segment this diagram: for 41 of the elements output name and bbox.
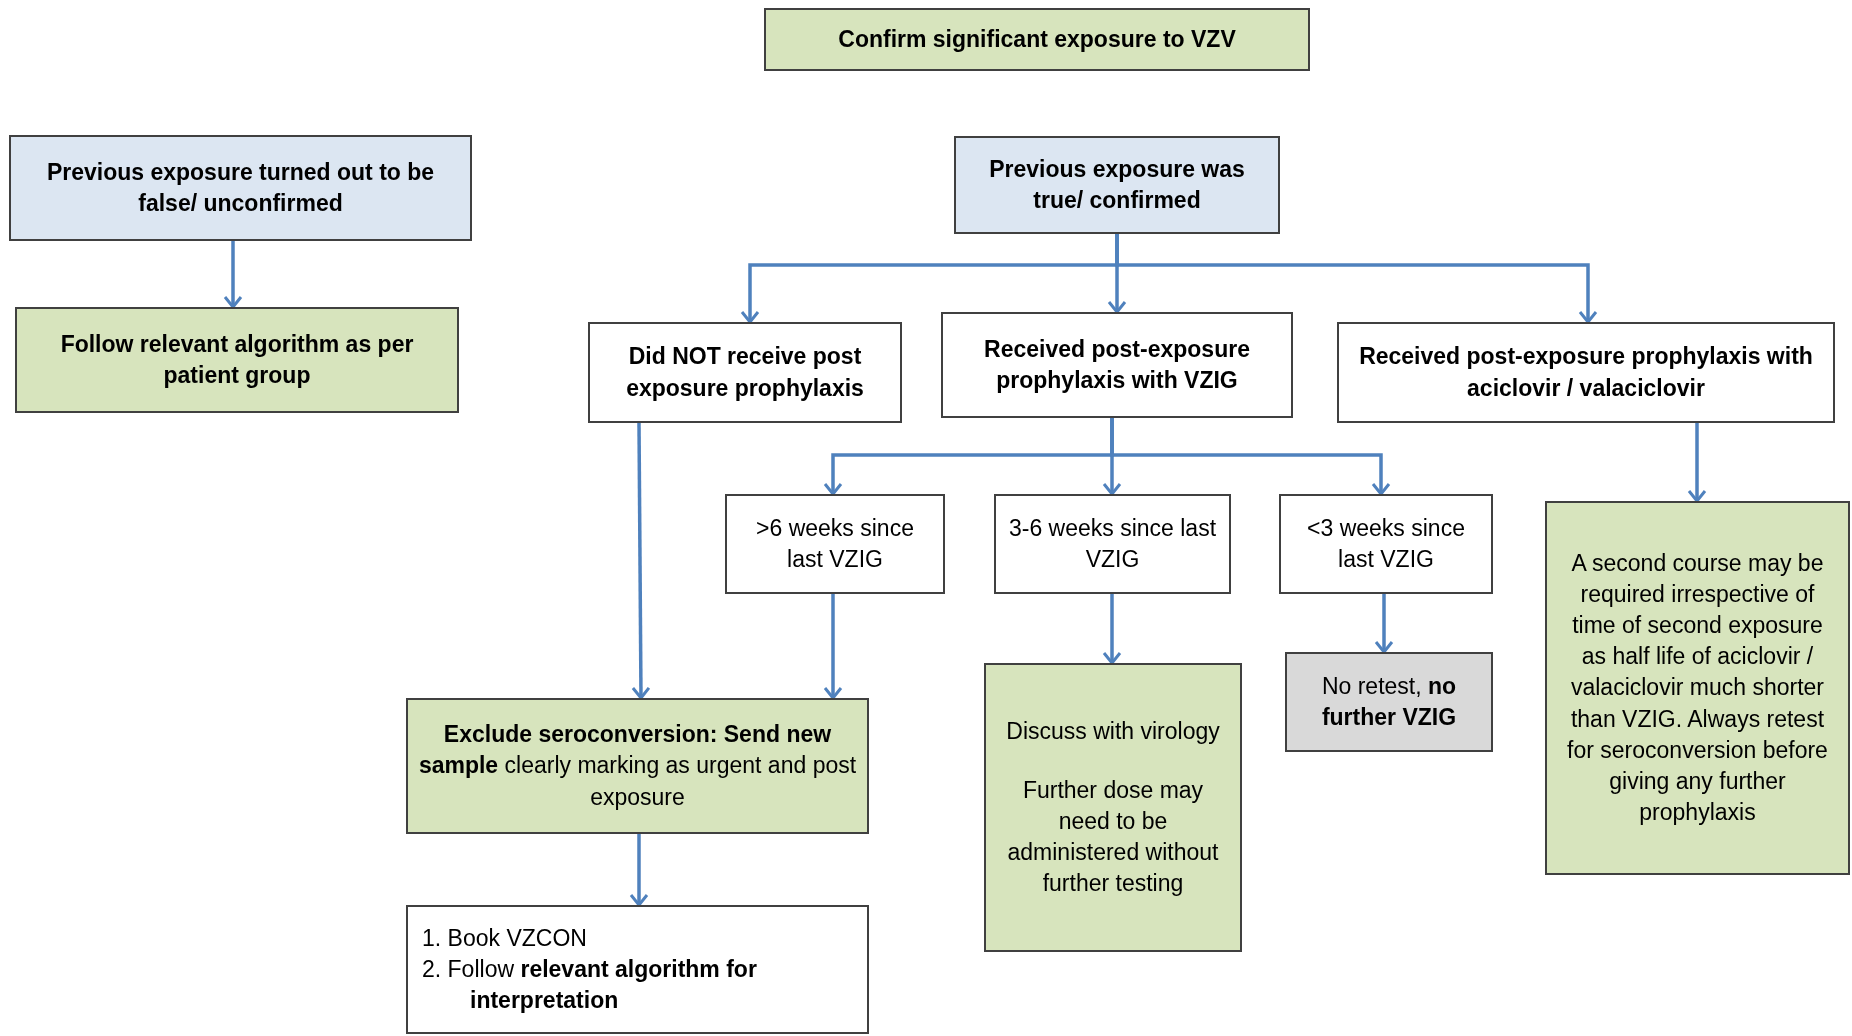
arrow — [631, 423, 651, 700]
box-text: Previous exposure was true/ confirmed — [988, 154, 1246, 215]
process-box — [941, 312, 1293, 418]
process-box — [406, 698, 869, 834]
process-box — [984, 663, 1242, 952]
arrow — [1110, 418, 1391, 496]
box-text: Previous exposure turned out to be false/ unconfirmed — [45, 157, 436, 218]
box-text: >6 weeks since last VZIG — [755, 513, 915, 574]
box-text: Follow relevant algorithm as per patient group — [59, 329, 415, 390]
box-text: Exclude seroconversion: Send new sample clearly marking as urgent and post exposure — [418, 720, 857, 812]
box-text: Did NOT receive post exposure prophylaxis — [625, 342, 865, 403]
process-box — [954, 136, 1280, 234]
arrow — [629, 834, 649, 907]
box-text: No retest, no further VZIG — [1320, 671, 1458, 732]
process-box — [725, 494, 945, 594]
process-box — [588, 322, 902, 423]
process-box — [1279, 494, 1493, 594]
arrow — [823, 594, 843, 700]
box-text: A second course may be required irrespective of time of second exposure as half life of aciclovir / valaciclovir much shorter than VZIG. Always retest for seroconversion before giving any further prophylaxis — [1566, 549, 1829, 827]
process-box — [15, 307, 459, 413]
process-box — [1285, 652, 1493, 752]
process-box — [1337, 322, 1835, 423]
list-item: 1. Book VZCON — [422, 924, 587, 953]
arrow — [1687, 423, 1707, 503]
box-text: Received post-exposure prophylaxis with VZIG — [983, 334, 1251, 395]
box-text: Further dose may need to be administered without further testing — [1006, 775, 1220, 899]
process-box — [1545, 501, 1850, 875]
box-text: <3 weeks since last VZIG — [1306, 513, 1466, 574]
box-text: Discuss with virology — [1006, 716, 1220, 746]
box-text: 3-6 weeks since last VZIG — [1007, 513, 1218, 574]
list-item: 2. Follow relevant algorithm for interpretation — [422, 955, 758, 1016]
box-text: Confirm significant exposure to VZV — [838, 24, 1236, 54]
arrow — [223, 241, 243, 309]
process-box — [406, 905, 869, 1034]
process-box — [994, 494, 1231, 594]
box-text: Received post-exposure prophylaxis with aciclovir / valaciclovir — [1358, 342, 1814, 403]
arrow — [1374, 594, 1394, 654]
process-box — [9, 135, 472, 241]
process-box — [764, 8, 1310, 71]
arrow — [1115, 234, 1598, 324]
arrow — [1102, 594, 1122, 665]
